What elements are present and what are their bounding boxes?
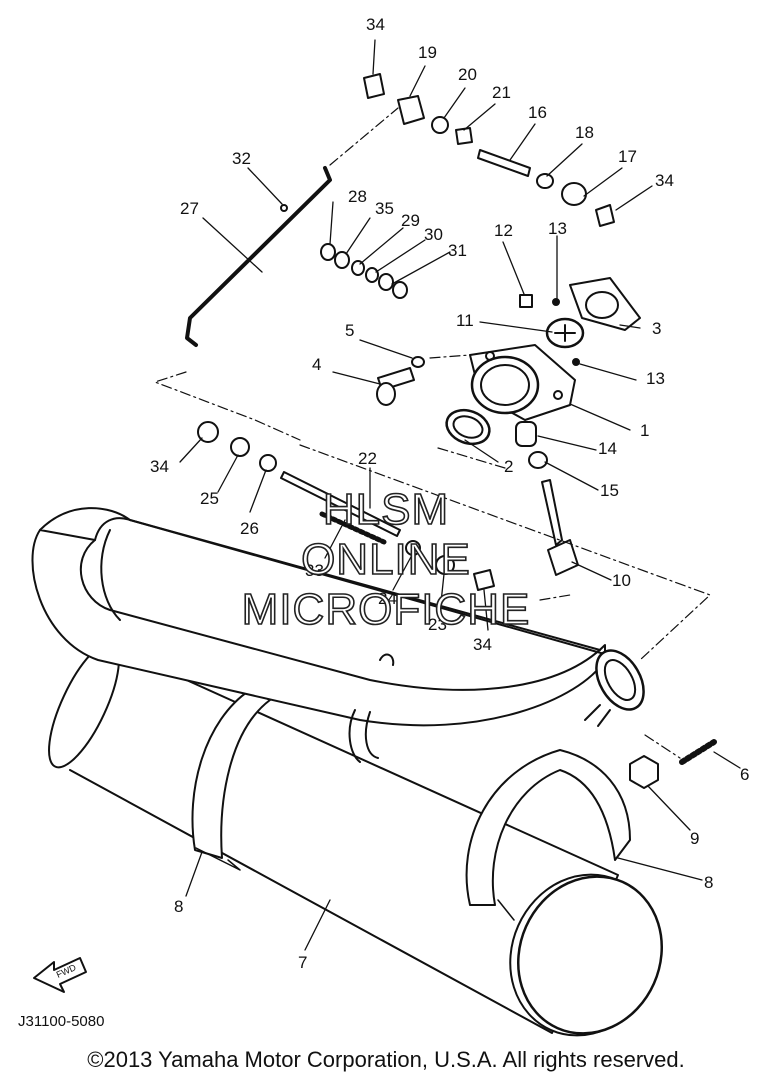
watermark-line-1: HLSM [322, 485, 450, 534]
callout-18: 18 [575, 123, 594, 142]
exhaust-flange [469, 344, 576, 421]
exhaust-gasket [445, 408, 491, 446]
callout-29: 29 [401, 211, 420, 230]
callout-31: 31 [448, 241, 467, 260]
callout-3: 3 [652, 319, 662, 338]
callout-11: 11 [456, 311, 474, 330]
callout-30: 30 [424, 225, 443, 244]
callout-16: 16 [528, 103, 547, 122]
guide-lines [154, 107, 711, 759]
callout-24: 24 [378, 589, 397, 608]
callout-13-top: 13 [548, 219, 567, 238]
callout-34-right: 34 [655, 171, 674, 190]
callout-14: 14 [598, 439, 617, 458]
callout-23: 23 [428, 615, 447, 634]
exhaust-pipe [31, 507, 645, 763]
callout-34-center: 34 [473, 635, 492, 654]
callout-27: 27 [180, 199, 199, 218]
callout-1: 1 [640, 421, 650, 440]
callout-17: 17 [618, 147, 637, 166]
callout-35: 35 [375, 199, 394, 218]
cover-plate [545, 317, 585, 349]
callout-33: 33 [305, 561, 324, 580]
callout-9: 9 [690, 829, 700, 848]
callout-2: 2 [504, 457, 514, 476]
callout-19: 19 [418, 43, 437, 62]
callout-21: 21 [492, 83, 511, 102]
callout-34-left: 34 [150, 457, 169, 476]
callout-13-bottom: 13 [646, 369, 665, 388]
callout-5: 5 [345, 321, 355, 340]
small-fittings [185, 73, 717, 789]
copyright-notice: ©2013 Yamaha Motor Corporation, U.S.A. A… [87, 1047, 685, 1072]
callout-7: 7 [298, 953, 308, 972]
callout-34-top: 34 [366, 15, 385, 34]
callout-10: 10 [612, 571, 631, 590]
callout-6: 6 [740, 765, 750, 784]
watermark-line-3: MICROFICHE [241, 585, 531, 634]
callout-4: 4 [312, 355, 322, 374]
watermark-line-2: ONLINE [300, 535, 471, 584]
callout-26: 26 [240, 519, 259, 538]
callout-15: 15 [600, 481, 619, 500]
callout-8-right: 8 [704, 873, 714, 892]
callout-32: 32 [232, 149, 251, 168]
callout-20: 20 [458, 65, 477, 84]
leader-lines [179, 39, 741, 951]
callout-25: 25 [200, 489, 219, 508]
muffler-body [48, 639, 664, 1037]
callout-28: 28 [348, 187, 367, 206]
part-code: J31100-5080 [18, 1013, 105, 1030]
callout-12: 12 [494, 221, 513, 240]
flange-gasket [569, 277, 641, 331]
fwd-arrow-icon: FWD [33, 957, 87, 993]
callout-22: 22 [358, 449, 377, 468]
callout-8-left: 8 [174, 897, 184, 916]
